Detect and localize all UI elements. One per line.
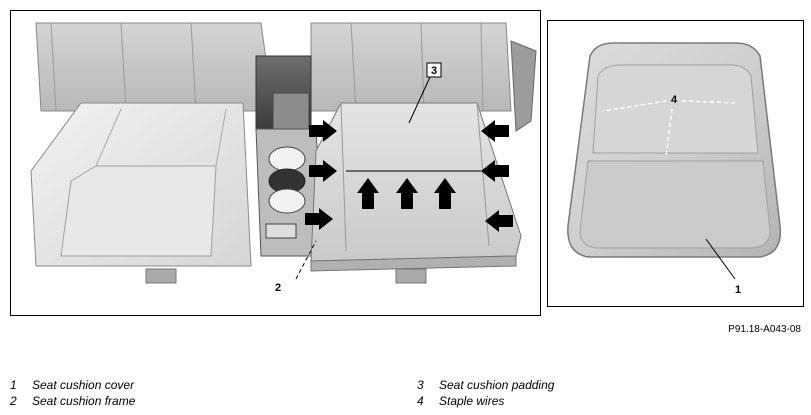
seat-cover-illustration: 4 1: [567, 42, 782, 296]
svg-text:2: 2: [275, 282, 281, 294]
arrow-up-icon: [434, 178, 456, 209]
callout-4: 4: [602, 94, 739, 157]
callout-3: 3: [408, 62, 442, 124]
svg-text:3: 3: [431, 65, 437, 77]
center-console: [255, 55, 324, 257]
callout-1: 1: [705, 238, 741, 296]
arrow-left-icon: [481, 160, 509, 182]
callout-2: 2: [275, 240, 317, 294]
seat-cover-panel: 4 1: [547, 20, 804, 307]
arrow-up-icon: [357, 178, 379, 209]
seat-assembly-illustration: 3 2: [30, 22, 537, 294]
arrow-up-icon: [396, 178, 418, 209]
arrow-group: [305, 120, 513, 232]
seat-assembly-panel: 3 2: [10, 10, 541, 316]
arrow-left-icon: [481, 120, 509, 142]
arrow-right-icon: [309, 160, 337, 182]
svg-text:4: 4: [671, 94, 678, 106]
arrow-right-icon: [305, 208, 333, 230]
left-seat-cushion: [30, 102, 252, 284]
seat-cushion-padding: [310, 102, 522, 284]
seat-cushion-cover: [567, 42, 782, 258]
arrow-right-icon: [309, 120, 337, 142]
arrow-left-icon: [485, 210, 513, 232]
figure-code: P91.18-A043-08: [728, 324, 801, 335]
svg-text:1: 1: [735, 284, 741, 296]
